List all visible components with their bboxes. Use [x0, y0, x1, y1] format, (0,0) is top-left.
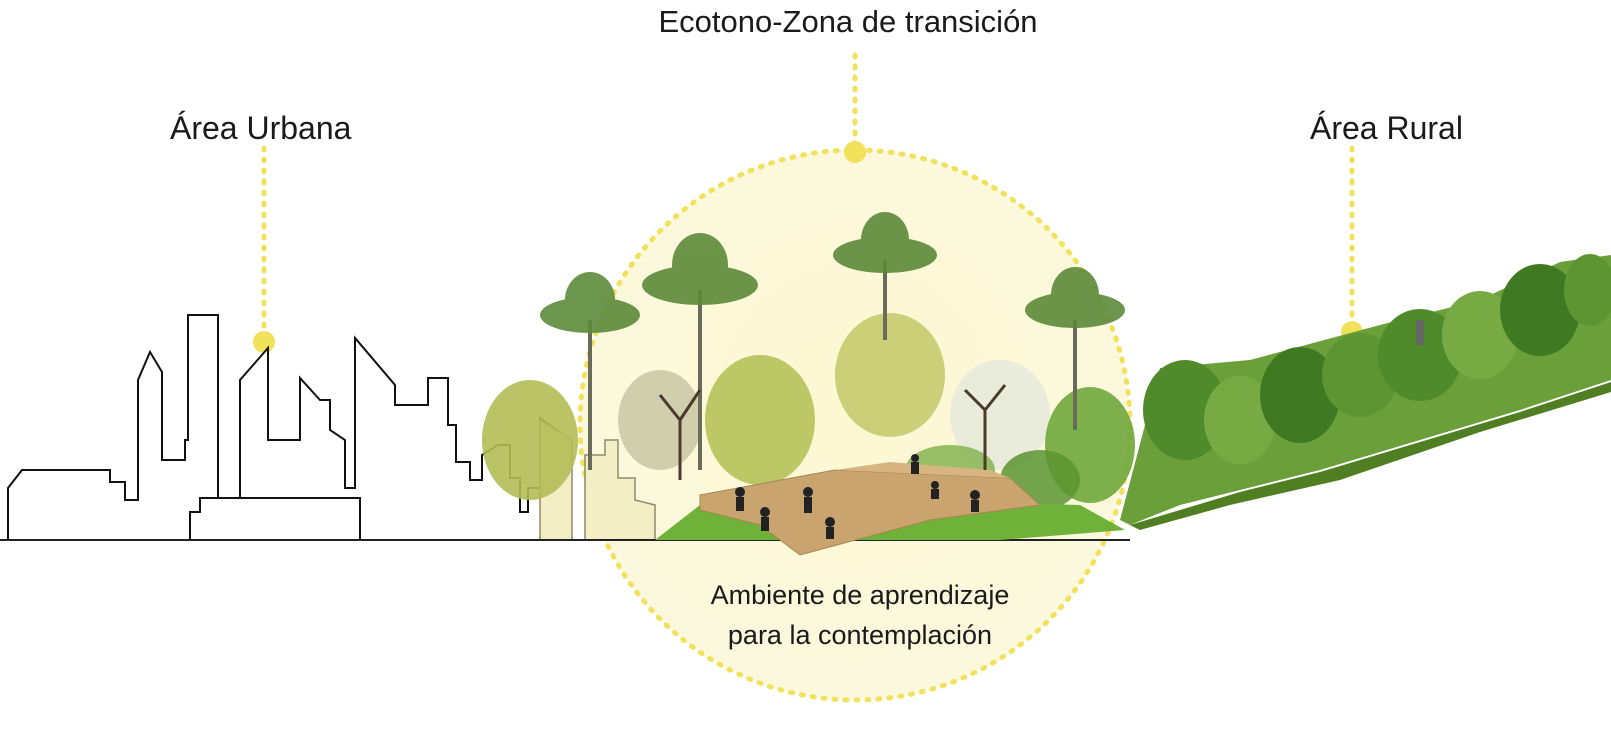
palm-trees	[588, 260, 1077, 470]
rural-area-label: Área Rural	[1310, 110, 1463, 146]
learning-environment-line-1: Ambiente de aprendizaje	[710, 580, 1010, 610]
leader-lines	[261, 52, 1355, 343]
learning-environment-label: Ambiente de aprendizaje para la contempl…	[640, 575, 1080, 655]
ecotone-label: Ecotono-Zona de transición	[658, 4, 1038, 39]
urban-area-label: Área Urbana	[170, 110, 352, 146]
rural-trees	[1143, 254, 1611, 464]
palm-fronds	[540, 212, 1125, 333]
bare-trunks	[658, 384, 1007, 480]
learning-environment-line-2: para la contemplación	[727, 620, 993, 650]
park-ground	[655, 462, 1125, 556]
people-silhouettes	[735, 454, 980, 539]
